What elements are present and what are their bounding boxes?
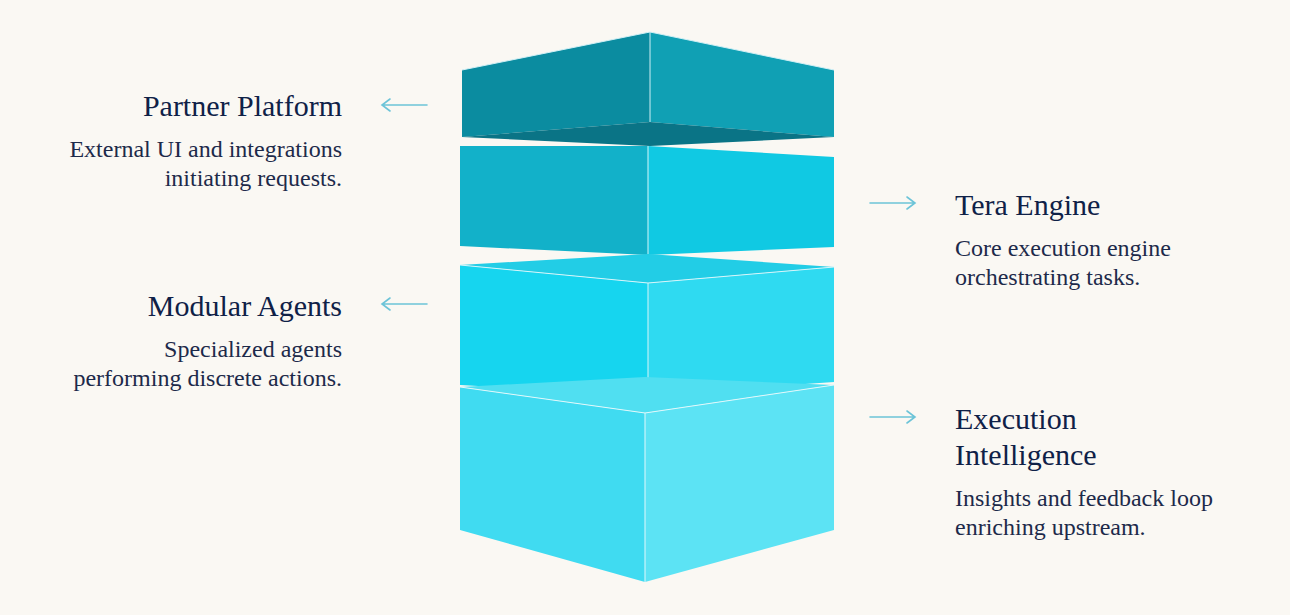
slab-face xyxy=(460,265,648,395)
layer-description: External UI and integrations initiating … xyxy=(62,135,342,193)
leader-arrow xyxy=(870,411,915,423)
slab-face xyxy=(462,122,834,146)
leader-arrow xyxy=(382,99,427,111)
slab-face xyxy=(648,267,834,395)
leader-arrow xyxy=(870,197,915,209)
layer-heading: Tera Engine xyxy=(955,187,1275,223)
leader-arrow xyxy=(382,298,427,310)
layer-label: Tera EngineCore execution engine orchest… xyxy=(955,187,1275,292)
slab-edge xyxy=(650,32,651,122)
layer-label: Modular AgentsSpecialized agents perform… xyxy=(62,288,342,393)
layer-description: Core execution engine orchestrating task… xyxy=(955,234,1275,292)
slab-edge xyxy=(462,32,834,70)
slab-face xyxy=(648,146,834,255)
layer-heading: Modular Agents xyxy=(62,288,342,324)
slab-edge xyxy=(460,385,834,413)
slab-edge xyxy=(648,146,649,255)
layer-heading: Partner Platform xyxy=(62,88,342,124)
slab-face xyxy=(460,146,648,255)
slab-partner xyxy=(462,32,834,146)
layer-description: Specialized agents performing discrete a… xyxy=(62,335,342,393)
slab-agents xyxy=(460,254,834,395)
slab-edge xyxy=(460,265,834,283)
layer-label: Partner PlatformExternal UI and integrat… xyxy=(62,88,342,193)
slab-engine xyxy=(460,146,834,255)
slab-face xyxy=(650,32,834,137)
slab-edge xyxy=(645,413,646,582)
slab-face xyxy=(462,32,650,137)
layer-label: Execution IntelligenceInsights and feedb… xyxy=(955,401,1275,542)
layer-description: Insights and feedback loop enriching ups… xyxy=(955,484,1275,542)
slab-face xyxy=(460,387,645,582)
leader-arrows xyxy=(382,99,915,423)
slab-intelligence xyxy=(460,377,834,582)
layer-heading: Execution Intelligence xyxy=(955,401,1165,473)
slab-face xyxy=(645,385,834,582)
